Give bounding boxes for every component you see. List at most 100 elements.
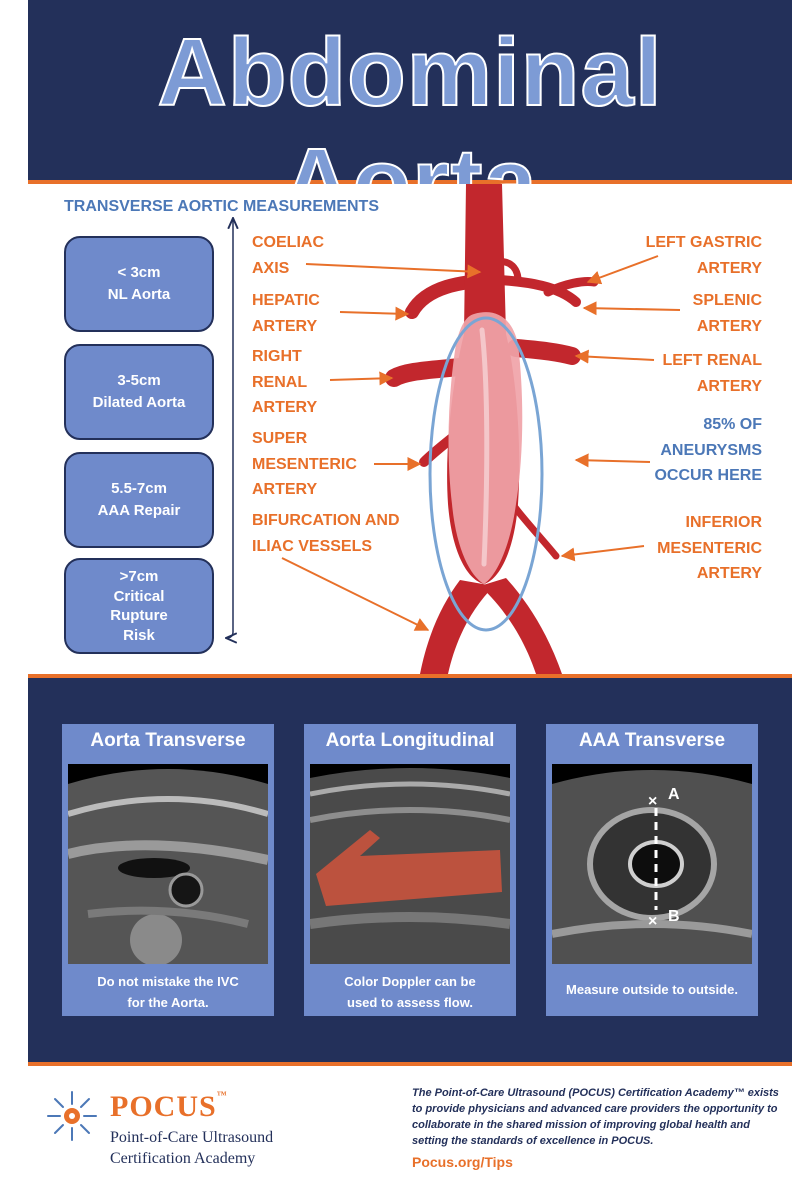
marker-b-label: B (668, 908, 680, 925)
label-line: COELIAC (252, 234, 324, 251)
description-line: to provide physicians and advanced care … (412, 1102, 778, 1115)
label-line: ARTERY (696, 317, 762, 335)
label-line: ARTERY (252, 317, 318, 335)
caption-line: Do not mistake the IVC (97, 974, 239, 989)
right-iliac-vessel (480, 578, 562, 674)
measurement-meaning: AAA Repair (97, 502, 181, 519)
academy-description: The Point-of-Care Ultrasound (POCUS) Cer… (412, 1086, 784, 1150)
description-line: The Point-of-Care Ultrasound (POCUS) Cer… (412, 1087, 779, 1099)
label-line: ARTERY (252, 481, 318, 499)
measurement-meaning: Rupture (110, 607, 168, 624)
label-line: AXIS (252, 259, 290, 277)
label-right-renal-artery: RIGHT RENAL ARTERY (252, 344, 317, 421)
logo-subtitle: Point-of-Care Ultrasound Certification A… (110, 1128, 273, 1170)
inferior-mesenteric-pointer (560, 545, 645, 562)
panel-title: Aorta Longitudinal (325, 730, 495, 751)
logo-name-text: POCUS (110, 1090, 217, 1123)
panel-title: Aorta Transverse (90, 730, 246, 751)
trademark-symbol: ™ (216, 1090, 228, 1101)
label-line: ILIAC VESSELS (252, 537, 373, 555)
panel-aorta-longitudinal: Aorta Longitudinal Color Doppler can be … (304, 724, 516, 1016)
svg-text:×: × (648, 793, 657, 810)
measurement-meaning: Critical (113, 587, 165, 605)
logo-subtitle-line: Point-of-Care Ultrasound (110, 1129, 274, 1146)
measurement-meaning: Dilated Aorta (92, 394, 186, 411)
measurement-range: 3-5cm (117, 371, 161, 389)
measurement-box-critical: >7cm Critical Rupture Risk (64, 558, 214, 654)
label-line: MESENTERIC (252, 455, 357, 473)
ultrasound-image-aaa: × × A B (552, 764, 752, 964)
panel-title: AAA Transverse (578, 730, 726, 751)
aneurysm-pointer (574, 453, 651, 468)
panel-caption: Color Doppler can be used to assess flow… (304, 972, 516, 1014)
label-inferior-mesenteric-artery: INFERIOR MESENTERIC ARTERY (657, 510, 762, 587)
footer: POCUS™ Point-of-Care Ultrasound Certific… (28, 1066, 792, 1200)
aneurysm-region (448, 312, 523, 584)
left-renal-pointer (574, 349, 655, 364)
panel-aorta-transverse: Aorta Transverse Do not mistake the IVC … (62, 724, 274, 1016)
label-hepatic-artery: HEPATIC ARTERY (252, 288, 320, 339)
caption-line: used to assess flow. (347, 994, 473, 1010)
measurement-box-dilated: 3-5cm Dilated Aorta (64, 344, 214, 440)
logo-subtitle-line: Certification Academy (110, 1149, 256, 1167)
label-line: MESENTERIC (657, 539, 762, 557)
ultrasound-section: Aorta Transverse Do not mistake the IVC … (28, 674, 792, 1066)
left-gastric-pointer (586, 255, 659, 285)
label-line: ARTERY (696, 377, 762, 395)
aorta-diagram (28, 184, 681, 674)
ultrasound-image-transverse (68, 764, 268, 964)
label-line: SPLENIC (692, 292, 762, 309)
label-line: 85% OF (703, 416, 762, 433)
label-line: ANEURYSMS (660, 441, 762, 459)
aneurysm-zone-ellipse (428, 316, 544, 632)
label-line: INFERIOR (685, 514, 762, 531)
caption-line: Color Doppler can be (344, 974, 476, 989)
label-aneurysm-note: 85% OF ANEURYSMS OCCUR HERE (654, 412, 762, 489)
label-line: HEPATIC (252, 292, 320, 309)
marker-a-label: A (668, 786, 680, 803)
logo-wordmark: POCUS™ (110, 1090, 228, 1124)
measurement-box-repair: 5.5-7cm AAA Repair (64, 452, 214, 548)
label-splenic-artery: SPLENIC ARTERY (693, 288, 762, 339)
hepatic-pointer (339, 306, 410, 321)
measurement-range: < 3cm (117, 263, 161, 281)
panel-aaa-transverse: AAA Transverse × × A B Measure outside t… (546, 724, 758, 1016)
label-left-gastric-artery: LEFT GASTRIC ARTERY (646, 230, 762, 281)
splenic-pointer (582, 301, 681, 316)
description-line: collaborate in the shared mission of imp… (412, 1118, 750, 1131)
label-line: OCCUR HERE (654, 467, 762, 485)
label-bifurcation-iliac: BIFURCATION AND ILIAC VESSELS (252, 508, 400, 559)
aorta-diagram-section: TRANSVERSE AORTIC MEASUREMENTS < 3cm NL … (28, 184, 792, 674)
caption-line: Measure outside to outside. (566, 982, 738, 997)
measurement-box-normal: < 3cm NL Aorta (64, 236, 214, 332)
caption-line: for the Aorta. (127, 994, 209, 1010)
measurements-heading: TRANSVERSE AORTIC MEASUREMENTS (64, 198, 379, 215)
measurement-meaning: NL Aorta (107, 286, 171, 303)
website-link[interactable]: Pocus.org/Tips (412, 1154, 513, 1170)
label-line: RENAL (252, 373, 308, 391)
label-super-mesenteric-artery: SUPER MESENTERIC ARTERY (252, 426, 357, 503)
left-renal-branch (507, 339, 581, 365)
label-coeliac-axis: COELIAC AXIS (252, 230, 324, 281)
measurement-range: 5.5-7cm (111, 479, 167, 497)
label-line: RIGHT (252, 348, 302, 365)
left-iliac-vessel (420, 580, 494, 674)
header-banner: Abdominal Aorta (28, 0, 792, 237)
label-line: ARTERY (696, 565, 762, 583)
label-line: LEFT RENAL (662, 352, 762, 369)
description-line: setting the standards of excellence in P… (412, 1134, 654, 1147)
right-renal-pointer (329, 371, 394, 386)
ultrasound-image-longitudinal (310, 764, 510, 964)
measurement-meaning: Risk (123, 626, 155, 644)
label-left-renal-artery: LEFT RENAL ARTERY (662, 348, 762, 399)
coeliac-right-branch (495, 275, 581, 307)
panel-caption: Measure outside to outside. (546, 980, 758, 1001)
label-line: BIFURCATION AND (252, 512, 400, 529)
label-line: SUPER (252, 430, 308, 447)
coeliac-pointer (305, 263, 482, 279)
label-line: ARTERY (252, 399, 318, 417)
label-line: LEFT GASTRIC (645, 234, 762, 251)
panel-caption: Do not mistake the IVC for the Aorta. (62, 972, 274, 1014)
pocus-logo-icon (47, 1091, 97, 1141)
